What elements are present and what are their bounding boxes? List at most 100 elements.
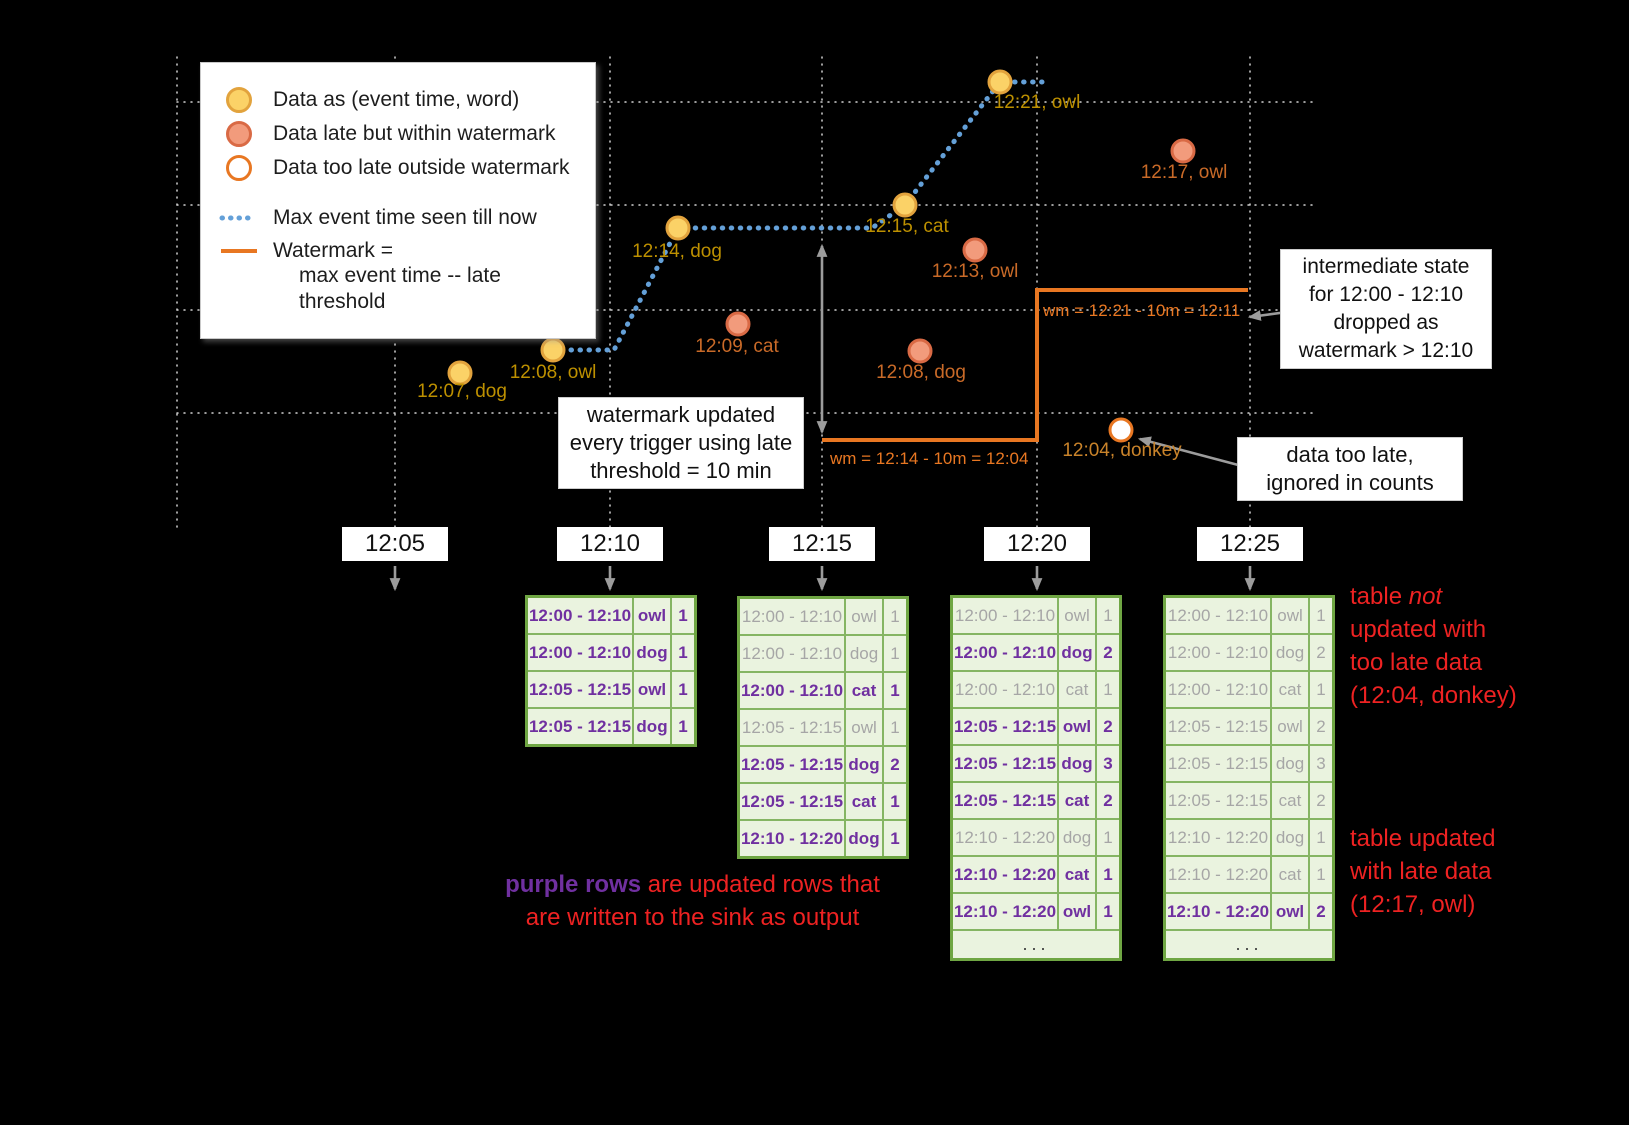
callout-line: watermark updated: [586, 402, 776, 427]
window-cell: 12:05 - 12:15: [953, 746, 1059, 781]
legend-label: Data late but within watermark: [273, 122, 556, 146]
watermark-value-label-2: wm = 12:21 - 10m = 12:11: [1043, 301, 1241, 320]
window-cell: 12:00 - 12:10: [953, 598, 1059, 633]
count-cell: 2: [1316, 716, 1326, 736]
count-cell: 1: [678, 716, 688, 736]
data-point-ontime: [665, 215, 691, 241]
window-cell: 12:00 - 12:10: [740, 673, 846, 708]
note-table-not-updated: table not updated with too late data (12…: [1350, 583, 1517, 709]
legend-item-watermark: Watermark = max event time -- late thres…: [217, 238, 585, 314]
late-point-icon: [217, 121, 261, 147]
count-cell: 1: [890, 791, 900, 811]
count-cell: 2: [1103, 790, 1113, 810]
word-cell: dog: [634, 635, 672, 670]
callout-line: intermediate state: [1302, 255, 1470, 278]
gray-arrow: [1137, 436, 1243, 468]
window-cell: 12:10 - 12:20: [953, 820, 1059, 855]
count-cell: 1: [1316, 679, 1326, 699]
callout-state-dropped: intermediate state for 12:00 - 12:10 dro…: [1280, 249, 1492, 369]
window-cell: 12:10 - 12:20: [1166, 820, 1272, 855]
count-cell: 1: [890, 828, 900, 848]
data-point-ontime: [447, 360, 473, 386]
callout-line: ignored in counts: [1266, 470, 1434, 495]
word-cell: cat: [846, 673, 884, 708]
processing-time-label-12-10: 12:10: [557, 527, 663, 561]
count-cell: 1: [1103, 864, 1113, 884]
window-cell: 12:00 - 12:10: [1166, 598, 1272, 633]
count-cell: 1: [1103, 605, 1113, 625]
data-point-label: 12:07, dog: [417, 381, 507, 402]
window-cell: 12:00 - 12:10: [528, 635, 634, 670]
max-event-time-line-icon: [217, 213, 261, 223]
callout-watermark-updated: watermark updated every trigger using la…: [558, 397, 804, 489]
data-point-late: [962, 237, 988, 263]
word-cell: cat: [846, 784, 884, 819]
legend-item-late: Data late but within watermark: [217, 121, 585, 147]
window-cell: 12:05 - 12:15: [528, 672, 634, 707]
count-cell: 1: [890, 606, 900, 626]
count-cell: 2: [1103, 642, 1113, 662]
count-cell: 1: [1316, 864, 1326, 884]
data-point-label: 12:04, donkey: [1062, 440, 1182, 461]
processing-time-label-12-20: 12:20: [984, 527, 1090, 561]
table-ellipsis-row: ...: [1022, 934, 1050, 954]
window-cell: 12:00 - 12:10: [740, 636, 846, 671]
callout-line: watermark > 12:10: [1298, 339, 1474, 362]
legend: Data as (event time, word) Data late but…: [200, 62, 596, 339]
window-cell: 12:05 - 12:15: [1166, 746, 1272, 781]
count-cell: 1: [678, 679, 688, 699]
window-cell: 12:10 - 12:20: [953, 894, 1059, 929]
word-cell: owl: [634, 598, 672, 633]
word-cell: owl: [1059, 894, 1097, 929]
count-cell: 1: [1103, 827, 1113, 847]
window-cell: 12:05 - 12:15: [1166, 783, 1272, 818]
word-cell: cat: [1059, 857, 1097, 892]
legend-item-max-event-time: Max event time seen till now: [217, 205, 585, 230]
word-cell: dog: [846, 821, 884, 856]
window-cell: 12:05 - 12:15: [953, 709, 1059, 744]
window-cell: 12:05 - 12:15: [528, 709, 634, 744]
window-cell: 12:10 - 12:20: [1166, 857, 1272, 892]
count-cell: 1: [1316, 827, 1326, 847]
count-cell: 1: [890, 717, 900, 737]
word-cell: owl: [1272, 894, 1310, 929]
watermark-value-label-1: wm = 12:14 - 10m = 12:04: [830, 449, 1029, 468]
word-cell: dog: [1272, 746, 1310, 781]
count-cell: 3: [1103, 753, 1113, 773]
window-cell: 12:00 - 12:10: [953, 672, 1059, 707]
word-cell: cat: [1059, 672, 1097, 707]
data-point-label: 12:21, owl: [993, 92, 1081, 113]
word-cell: cat: [1272, 672, 1310, 707]
data-point-label: 12:08, dog: [876, 362, 966, 383]
legend-label: Data as (event time, word): [273, 88, 520, 112]
count-cell: 2: [1103, 716, 1113, 736]
window-cell: 12:00 - 12:10: [528, 598, 634, 633]
word-cell: dog: [846, 747, 884, 782]
data-point-label: 12:14, dog: [632, 241, 722, 262]
word-cell: dog: [1059, 635, 1097, 670]
data-point-late: [1170, 138, 1196, 164]
word-cell: dog: [634, 709, 672, 744]
